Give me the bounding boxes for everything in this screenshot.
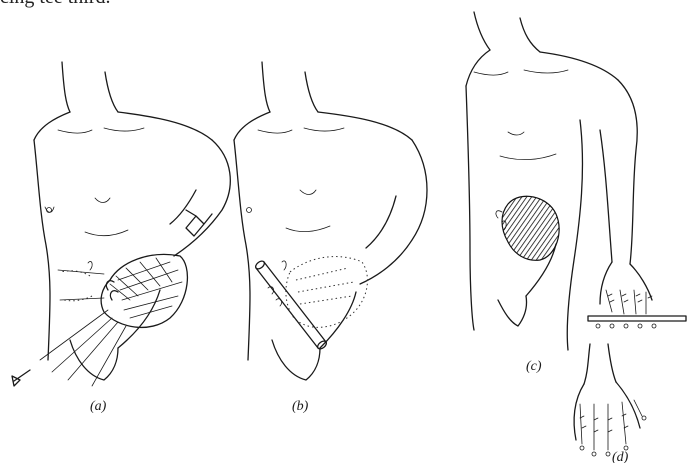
caption-a: (a)	[90, 399, 107, 414]
hatched-patch-c	[496, 196, 559, 260]
caption-b: (b)	[292, 399, 309, 414]
figure-a: (a)	[12, 62, 230, 414]
torso-b	[234, 62, 427, 380]
figure-b: (b)	[234, 62, 427, 414]
hand-rod-c	[588, 262, 686, 328]
hand-and-rod-b	[254, 257, 367, 351]
hand-d	[574, 344, 646, 456]
figure-c: (c)	[466, 12, 686, 374]
caption-d: (d)	[612, 450, 629, 463]
caption-c: (c)	[526, 359, 542, 374]
torso-c	[466, 12, 637, 350]
figure-d: (d)	[574, 344, 646, 463]
hand-treatment-a	[12, 210, 212, 386]
